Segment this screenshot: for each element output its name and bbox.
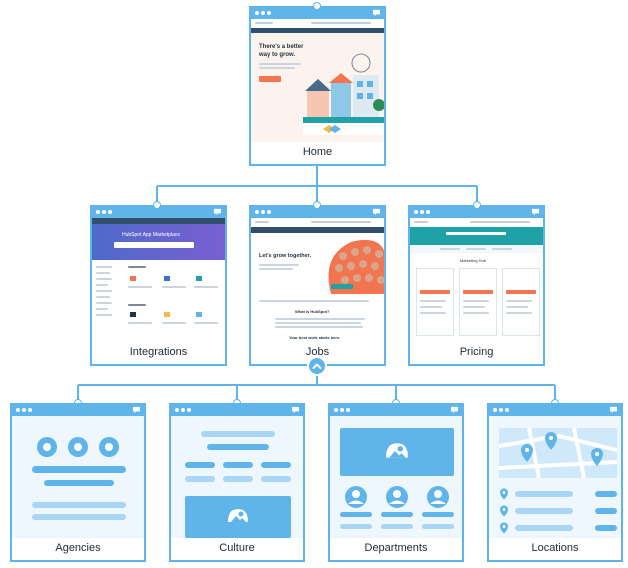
culture-wireframe: [171, 416, 303, 538]
node-label: Departments: [364, 542, 428, 554]
departments-wireframe: [330, 416, 462, 538]
chat-bubble-icon: [372, 9, 381, 17]
pricing-screenshot: Marketing Hub: [410, 218, 543, 342]
home-illustration: [303, 45, 384, 135]
map-pin-icon: [500, 505, 508, 517]
map-block: [499, 428, 617, 478]
node-home[interactable]: There's a better way to grow.: [249, 6, 386, 166]
node-label: Agencies: [55, 542, 101, 554]
connector-node: [153, 201, 161, 209]
chat-bubble-icon: [531, 208, 540, 216]
pricing-tab-label: Marketing Hub: [460, 258, 487, 263]
node-label: Integrations: [129, 346, 188, 358]
node-jobs[interactable]: Let's grow together. What is HubSpot? Yo…: [249, 205, 386, 366]
connector-node: [313, 2, 321, 10]
node-label: Home: [302, 146, 333, 158]
window-titlebar: [92, 207, 225, 218]
jobs-headline: Let's grow together.: [259, 253, 312, 259]
window-titlebar: [251, 207, 384, 218]
home-headline-2: way to grow.: [259, 52, 296, 58]
chat-bubble-icon: [132, 406, 141, 414]
connector-node: [313, 201, 321, 209]
expand-toggle[interactable]: [307, 356, 327, 376]
jobs-team-photo: [328, 239, 384, 294]
node-label: Locations: [531, 542, 579, 554]
node-culture[interactable]: Culture: [169, 403, 305, 562]
window-titlebar: [171, 405, 303, 416]
map-pin-icon: [500, 522, 508, 534]
chat-bubble-icon: [213, 208, 222, 216]
chat-bubble-icon: [372, 208, 381, 216]
window-titlebar: [330, 405, 462, 416]
node-label: Pricing: [459, 346, 494, 358]
window-titlebar: [251, 8, 384, 19]
connector-node: [473, 201, 481, 209]
home-cta-button: [259, 76, 281, 82]
window-titlebar: [489, 405, 621, 416]
home-headline-1: There's a better: [259, 44, 304, 50]
chat-bubble-icon: [609, 406, 618, 414]
chat-bubble-icon: [450, 406, 459, 414]
node-label: Jobs: [305, 346, 330, 358]
chat-bubble-icon: [291, 406, 300, 414]
map-pin-icon: [500, 488, 508, 500]
jobs-screenshot: Let's grow together. What is HubSpot? Yo…: [251, 218, 384, 342]
window-titlebar: [410, 207, 543, 218]
locations-wireframe: [489, 416, 621, 538]
node-departments[interactable]: Departments: [328, 403, 464, 562]
node-integrations[interactable]: HubSpot App Marketplace: [90, 205, 227, 366]
node-pricing[interactable]: Marketing Hub Pricing: [408, 205, 545, 366]
node-locations[interactable]: Locations: [487, 403, 623, 562]
image-icon: [228, 509, 248, 522]
agencies-wireframe: [12, 416, 144, 538]
jobs-section-title: What is HubSpot?: [295, 309, 330, 314]
integrations-banner-title: HubSpot App Marketplace: [122, 232, 181, 238]
node-label: Culture: [219, 542, 255, 554]
window-titlebar: [12, 405, 144, 416]
node-agencies[interactable]: Agencies: [10, 403, 146, 562]
chevron-up-icon: [312, 363, 322, 369]
jobs-section-title-2: Your best work starts here.: [289, 335, 341, 340]
image-icon: [386, 443, 408, 458]
home-screenshot: There's a better way to grow.: [251, 19, 384, 142]
integrations-screenshot: HubSpot App Marketplace: [92, 218, 225, 342]
avatar-row: [345, 486, 449, 508]
